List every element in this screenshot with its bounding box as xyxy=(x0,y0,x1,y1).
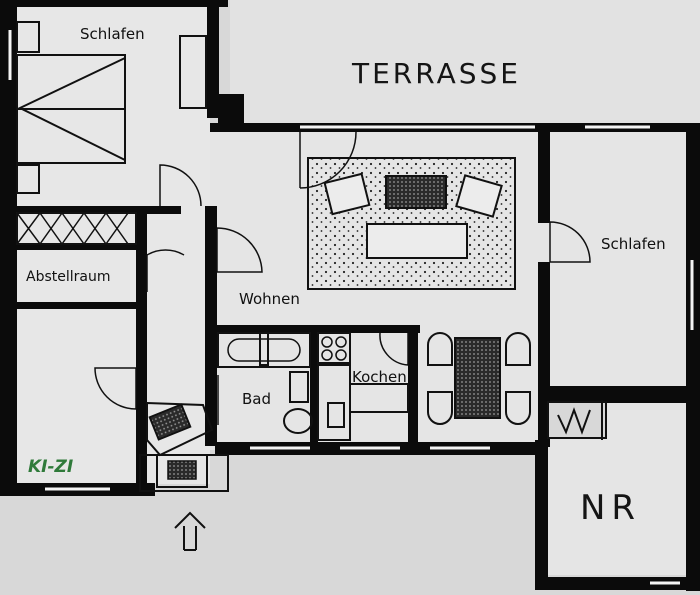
washer-symbol xyxy=(557,407,591,435)
door-terrace xyxy=(299,131,357,189)
label-wohnen: Wohnen xyxy=(239,290,300,308)
door-bedroom-right xyxy=(549,221,591,263)
wardrobe-left xyxy=(16,211,137,246)
label-nr: NR xyxy=(580,488,641,528)
label-ki-zi: KI-ZI xyxy=(28,457,73,477)
label-schlafen-right: Schlafen xyxy=(601,235,666,253)
door-abstellraum xyxy=(146,249,185,292)
nightstand-left xyxy=(179,35,207,109)
door-bedroom-left xyxy=(159,164,202,207)
dining-set xyxy=(427,332,531,425)
door-living-hall xyxy=(216,227,263,273)
stove xyxy=(317,332,351,364)
label-terrasse: TERRASSE xyxy=(351,57,521,90)
label-kochen: Kochen xyxy=(352,368,407,386)
windows xyxy=(8,30,694,585)
entrance-arrow-icon xyxy=(174,511,206,551)
bed-left xyxy=(16,21,126,194)
label-schlafen-left: Schlafen xyxy=(80,25,145,43)
living-rug xyxy=(307,157,516,290)
entry-wardrobe xyxy=(146,401,214,457)
bath-sink xyxy=(289,371,309,403)
label-bad: Bad xyxy=(242,390,271,408)
door-kitchen xyxy=(379,332,409,366)
toilet xyxy=(283,408,313,434)
door-kizi xyxy=(94,367,137,410)
label-abstellraum: Abstellraum xyxy=(26,269,111,285)
kitchen-sink xyxy=(327,402,345,428)
